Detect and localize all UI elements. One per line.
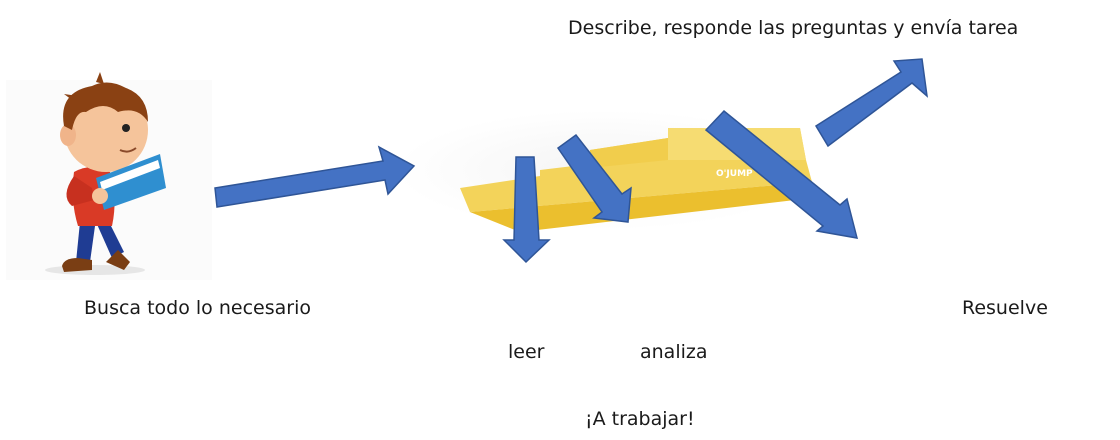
task-instruction-label: Describe, responde las preguntas y envía… bbox=[568, 17, 1019, 39]
arrow-up-task bbox=[814, 58, 929, 148]
search-step-label: Busca todo lo necesario bbox=[84, 297, 311, 319]
motto-label: ¡A trabajar! bbox=[585, 408, 695, 430]
read-step-label: leer bbox=[508, 341, 545, 363]
analyze-step-label: analiza bbox=[640, 341, 708, 363]
arrow-down-leer bbox=[502, 156, 551, 264]
solve-step-label: Resuelve bbox=[962, 297, 1048, 319]
stair-brand-text: O'JUMP bbox=[716, 169, 753, 179]
arrow-down-analiza bbox=[556, 133, 632, 223]
boy-reading-book-icon bbox=[6, 72, 212, 280]
arrow-down-resuelve bbox=[704, 109, 859, 239]
arrow-to-stairs bbox=[214, 145, 416, 208]
